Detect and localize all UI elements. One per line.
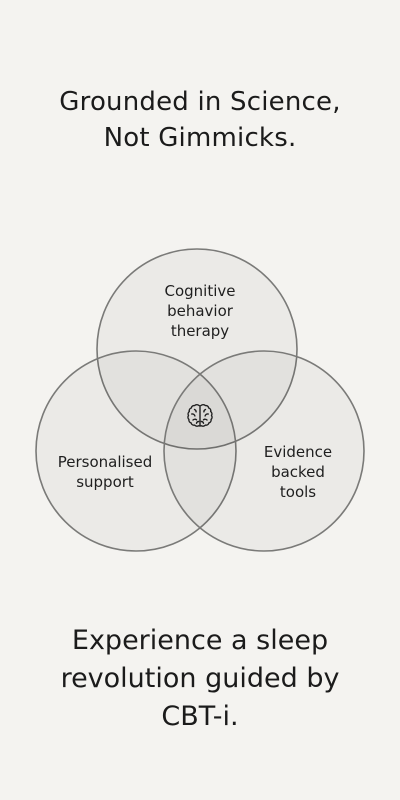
venn-label-evidence-line-1: Evidence <box>263 443 333 461</box>
brain-icon <box>184 400 216 432</box>
headline-line-1: Grounded in Science, <box>59 87 341 117</box>
tagline-line-3: CBT-i. <box>161 701 239 732</box>
tagline-line-2: revolution guided by <box>60 663 340 694</box>
venn-circle-top <box>96 248 298 450</box>
venn-label-cbt-line-3: therapy <box>170 322 230 340</box>
headline: Grounded in Science, Not Gimmicks. <box>0 84 400 156</box>
venn-circle-right <box>163 350 365 552</box>
venn-label-personalised-line-2: support <box>76 473 134 491</box>
venn-label-evidence: Evidence backed tools <box>238 442 358 502</box>
venn-circle-left <box>35 350 237 552</box>
venn-label-personalised: Personalised support <box>40 452 170 492</box>
headline-line-2: Not Gimmicks. <box>103 123 297 153</box>
tagline-line-1: Experience a sleep <box>71 625 329 656</box>
venn-label-personalised-line-1: Personalised <box>57 453 153 471</box>
venn-label-evidence-line-2: backed <box>271 463 325 481</box>
venn-label-cbt-line-2: behavior <box>167 302 233 320</box>
venn-label-evidence-line-3: tools <box>279 483 317 501</box>
venn-label-cbt-line-1: Cognitive <box>164 282 236 300</box>
cbt-i-tagline: Experience a sleep revolution guided by … <box>0 622 400 736</box>
venn-label-cbt: Cognitive behavior therapy <box>140 281 260 341</box>
